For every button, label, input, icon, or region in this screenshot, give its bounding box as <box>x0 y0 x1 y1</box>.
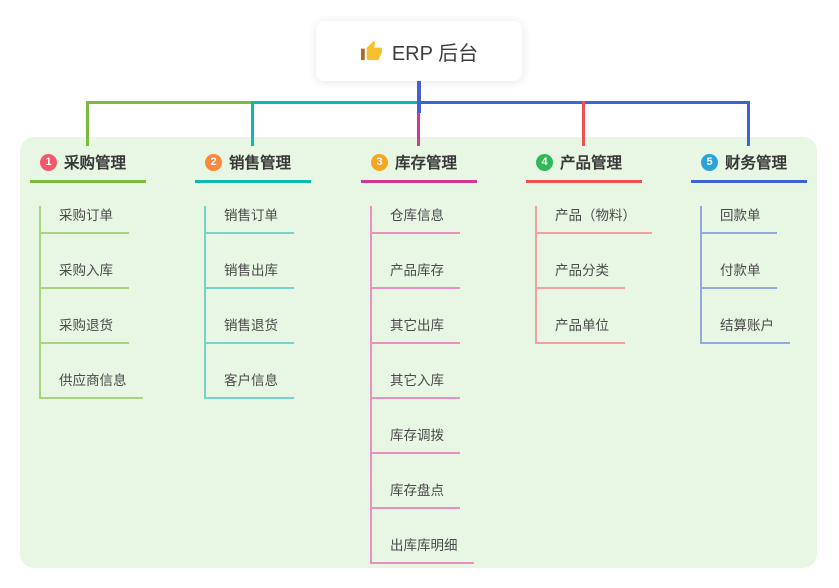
branch-children-1: 采购订单采购入库采购退货供应商信息 <box>39 206 146 399</box>
branch-label: 产品管理 <box>560 155 623 172</box>
thumbs-up-icon <box>360 40 382 60</box>
branch-number-badge: 1 <box>40 153 57 171</box>
branch-label: 库存管理 <box>395 155 458 172</box>
branch-5: 5 财务管理回款单付款单结算账户 <box>691 151 807 344</box>
child-node[interactable]: 采购入库 <box>41 261 129 289</box>
child-node[interactable]: 库存调拨 <box>372 426 460 454</box>
bus-segment-green <box>86 101 251 104</box>
branch-label: 销售管理 <box>229 155 292 172</box>
branch-title-3[interactable]: 3 库存管理 <box>361 151 477 183</box>
branch-children-3: 仓库信息产品库存其它出库其它入库库存调拨库存盘点出库库明细 <box>370 206 477 564</box>
root-connector-line <box>417 81 421 113</box>
branch-4: 4 产品管理产品（物料） 产品分类产品单位 <box>526 151 652 344</box>
child-node[interactable]: 采购退货 <box>41 316 129 344</box>
branch-title-2[interactable]: 2 销售管理 <box>195 151 311 183</box>
branch-3: 3 库存管理仓库信息产品库存其它出库其它入库库存调拨库存盘点出库库明细 <box>361 151 477 564</box>
child-node[interactable]: 其它出库 <box>372 316 460 344</box>
child-node[interactable]: 产品单位 <box>537 316 625 344</box>
branch-children-2: 销售订单销售出库销售退货客户信息 <box>204 206 311 399</box>
child-node[interactable]: 销售订单 <box>206 206 294 234</box>
child-node[interactable]: 销售退货 <box>206 316 294 344</box>
branch-number-badge: 3 <box>371 153 388 171</box>
branch-drop-line-3 <box>417 101 420 146</box>
child-node[interactable]: 出库库明细 <box>372 536 474 564</box>
branch-drop-line-5 <box>747 101 750 146</box>
branch-children-5: 回款单付款单结算账户 <box>700 206 807 344</box>
child-node[interactable]: 其它入库 <box>372 371 460 399</box>
root-node[interactable]: ERP 后台 <box>316 21 522 81</box>
branch-title-4[interactable]: 4 产品管理 <box>526 151 642 183</box>
branches-panel <box>20 137 817 568</box>
branch-label: 采购管理 <box>64 155 127 172</box>
branch-label: 财务管理 <box>725 155 788 172</box>
branch-2: 2 销售管理销售订单销售出库销售退货客户信息 <box>195 151 311 399</box>
child-node[interactable]: 库存盘点 <box>372 481 460 509</box>
child-node[interactable]: 产品库存 <box>372 261 460 289</box>
branch-children-4: 产品（物料） 产品分类产品单位 <box>535 206 652 344</box>
child-node[interactable]: 付款单 <box>702 261 777 289</box>
child-node[interactable]: 产品分类 <box>537 261 625 289</box>
child-node[interactable]: 仓库信息 <box>372 206 460 234</box>
child-node[interactable]: 供应商信息 <box>41 371 143 399</box>
child-node[interactable]: 客户信息 <box>206 371 294 399</box>
child-node[interactable]: 回款单 <box>702 206 777 234</box>
branch-1: 1 采购管理采购订单采购入库采购退货供应商信息 <box>30 151 146 399</box>
branch-drop-line-1 <box>86 101 89 146</box>
child-node[interactable]: 销售出库 <box>206 261 294 289</box>
bus-segment-teal <box>251 101 417 104</box>
root-label: ERP 后台 <box>391 42 479 65</box>
branch-number-badge: 2 <box>205 153 222 171</box>
child-node[interactable]: 产品（物料） <box>537 206 652 234</box>
branch-title-5[interactable]: 5 财务管理 <box>691 151 807 183</box>
branch-number-badge: 5 <box>701 153 718 171</box>
child-node[interactable]: 采购订单 <box>41 206 129 234</box>
child-node[interactable]: 结算账户 <box>702 316 790 344</box>
branch-drop-line-4 <box>582 101 585 146</box>
branch-number-badge: 4 <box>536 153 553 171</box>
branch-drop-line-2 <box>251 101 254 146</box>
branch-title-1[interactable]: 1 采购管理 <box>30 151 146 183</box>
